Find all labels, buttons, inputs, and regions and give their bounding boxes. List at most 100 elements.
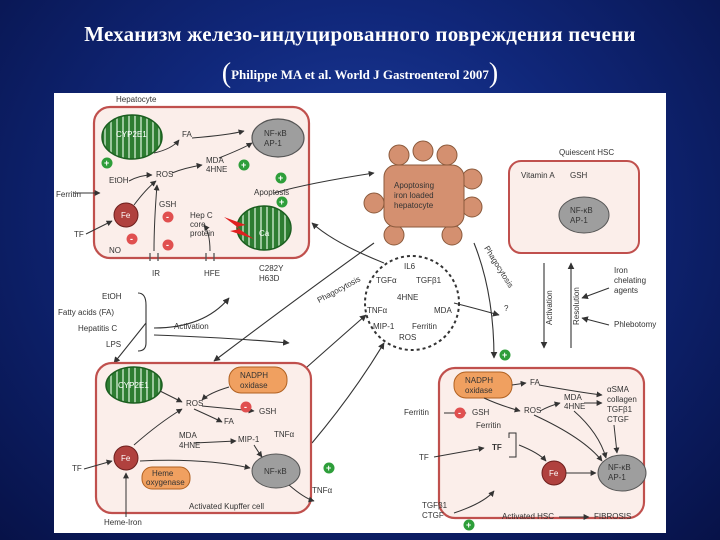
etoh-label: EtOH [109,176,129,185]
ros-label: ROS [186,399,203,408]
svg-text:+: + [104,158,109,168]
svg-text:-: - [166,212,169,222]
asma-line1: αSMA [607,385,630,394]
cyp2e1-label: CYP2E1 [118,381,149,390]
tgfa-label: TGFα [376,276,397,285]
svg-text:+: + [278,173,283,183]
svg-text:-: - [458,408,461,418]
fe-label: Fe [121,211,131,220]
quiescent-hsc-label: Quiescent HSC [559,148,614,157]
tf-in-label: TF [492,443,502,452]
arrow-icon [153,297,230,329]
svg-text:+: + [502,350,507,360]
ir-label: IR [152,269,160,278]
svg-text:-: - [130,234,133,244]
plus-icon [463,519,475,531]
apoptotic-line2: iron loaded [394,191,434,200]
heme-line2: oxygenase [146,478,185,487]
fa-label: FA [182,130,192,139]
fe-label: Fe [121,454,131,463]
nfkb-label: NF-κB [570,206,593,215]
arrow-icon [581,316,610,326]
citation-open-paren: ( [221,58,232,89]
arrow-icon [139,459,251,470]
minus-icon [162,211,174,223]
arrow-icon [171,162,203,174]
arrow-icon [483,397,521,413]
minus-icon [454,407,466,419]
arrow-icon [453,490,495,514]
hne-label: 4HNE [397,293,418,302]
arrow-icon [311,342,385,444]
nucleus-icon [597,454,647,492]
arrow-icon [533,414,603,462]
arrow-icon [83,459,113,470]
nadph-oxidase-icon [228,366,288,394]
nfkb-label: NF-κB [608,463,631,472]
nadph-line1: NADPH [465,376,493,385]
hfe-label: HFE [204,269,220,278]
ferritin-out-label: Ferritin [404,408,429,417]
ros-label: ROS [524,406,541,415]
iron-chelating-line2: chelating [614,276,646,285]
kupffer-label: Activated Kupffer cell [189,502,264,511]
tf-out-label: TF [419,453,429,462]
nfkb-label: NF-κB [264,129,287,138]
arrow-icon [203,224,211,252]
ferritin-in-label: Ferritin [476,421,501,430]
hne-label: 4HNE [179,441,200,450]
svg-text:-: - [244,402,247,412]
apoptotic-body-icon [383,224,405,246]
apoptotic-body-icon [363,192,385,214]
h63d-label: H63D [259,274,280,283]
heme-oxygenase-icon [141,466,191,490]
hepc-line1: Hep C [190,211,213,220]
arrow-icon [311,222,385,264]
plus-icon [238,159,250,171]
svg-text:+: + [241,160,246,170]
arrow-icon [193,408,223,423]
mitochondrion-icon [105,366,163,404]
arrow-icon [538,384,603,398]
arrow-icon [133,180,157,206]
arrow-icon [511,380,527,387]
heme-line1: Heme [152,469,174,478]
slide-title: Механизм железо-индуцированного поврежде… [84,22,636,46]
hne-label: 4HNE [206,165,227,174]
nucleus-icon [251,453,301,489]
arrow-icon [253,444,263,458]
mda-label: MDA [434,306,452,315]
apoptotic-body-icon [461,196,483,218]
ca-label: Ca [259,229,270,238]
plus-icon [323,462,335,474]
arrow-icon [288,484,315,503]
arrow-icon [153,334,290,346]
lightning-bolt-icon [224,217,254,239]
tnfa-out-label: TNFα [312,486,333,495]
tnfa-label: TNFα [274,430,295,439]
apoptotic-body-icon [412,140,434,162]
citation: (Philippe MA et al. World J Gastroentero… [0,58,720,90]
arrow-icon [201,405,255,414]
fa-label: FA [224,417,234,426]
ap1-label: AP-1 [264,139,282,148]
activation-vertical-label: Activation [545,290,554,325]
svg-text:+: + [279,197,284,207]
phagocytosis-arrow [473,242,498,359]
nucleus-icon [558,196,610,234]
tf-label: TF [74,230,84,239]
ferritin-label: Ferritin [56,190,81,199]
ap1-label: AP-1 [570,216,588,225]
activated-hsc-label: Activated HSC [502,512,554,521]
hepc-line3: protein [190,229,214,238]
nadph-line2: oxidase [240,381,268,390]
apoptotic-body-icon [441,224,463,246]
minus-icon [162,239,174,251]
iron-chelating-line1: Iron [614,266,628,275]
mitochondrion-icon [101,114,163,160]
arrow-icon [273,170,375,194]
svg-text:-: - [166,240,169,250]
quiescent-hsc: Quiescent HSC Vitamin A GSH NF-κB AP-1 [508,148,640,254]
nadph-line2: oxidase [465,386,493,395]
fe-label: Fe [549,469,559,478]
